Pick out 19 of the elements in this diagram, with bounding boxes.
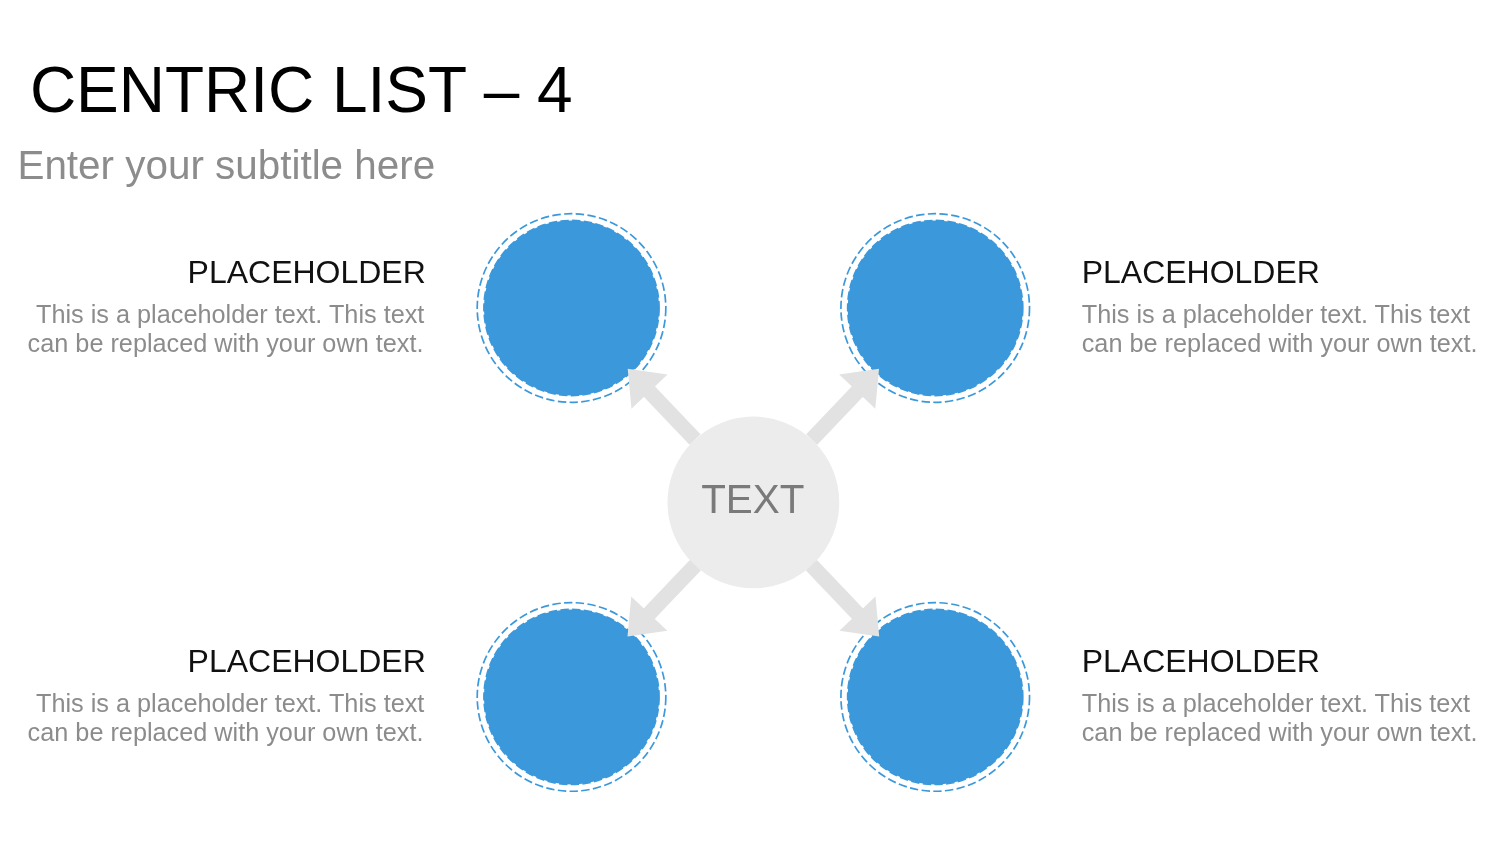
label: Enter your subtitle here: [17, 141, 436, 188]
node-label: PLACEHOLDER: [187, 253, 426, 290]
arrow: [627, 559, 701, 636]
node-circle: [476, 601, 667, 792]
node-circle: [840, 212, 1031, 403]
node-circle: [840, 601, 1031, 792]
node-circle: [476, 212, 667, 403]
diagram-title: CENTRIC LIST – 4: [29, 53, 573, 126]
node-label: PLACEHOLDER: [187, 642, 426, 679]
node-label: This is a placeholder text. This text can be replaced with your own text.: [27, 299, 425, 357]
node-label: This is a placeholder text. This text can be replaced with your own text.: [1081, 299, 1478, 357]
node-label: This is a placeholder text. This text can be replaced with your own text.: [27, 688, 425, 746]
node-label: PLACEHOLDER: [1081, 642, 1320, 679]
arrow: [805, 559, 880, 636]
node-circle: TEXT: [667, 416, 840, 588]
arrow: [806, 368, 880, 445]
node-label: PLACEHOLDER: [1081, 253, 1320, 290]
node-label: This is a placeholder text. This text can be replaced with your own text.: [1081, 688, 1478, 746]
arrow: [627, 368, 701, 445]
